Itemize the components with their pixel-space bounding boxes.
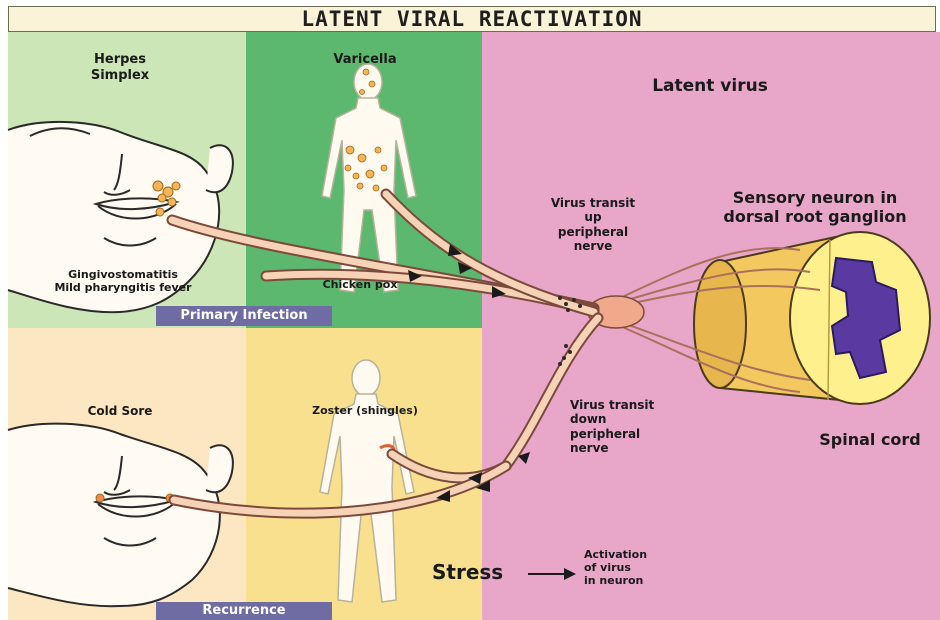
transit-up-line4: nerve [528,239,658,253]
sensory-neuron-line1: Sensory neuron in [690,188,940,207]
cold-sore-label: Cold Sore [60,404,180,418]
stress-label: Stress [432,560,528,584]
stress-arrow [528,568,576,580]
sensory-neuron-label: Sensory neuron in dorsal root ganglion [690,188,940,226]
sensory-neuron-line2: dorsal root ganglion [690,207,940,226]
spinal-cord-label: Spinal cord [800,430,940,449]
transit-down-line4: nerve [570,441,700,455]
herpes-label-line1: Herpes [60,52,180,68]
transit-down-line3: peripheral [570,427,700,441]
herpes-simplex-label: Herpes Simplex [60,52,180,83]
transit-up-line2: up [528,210,658,224]
caption-line1: Gingivostomatitis [16,268,230,281]
spinal-cord-illustration [694,232,930,404]
herpes-label-line2: Simplex [60,68,180,84]
latent-virus-label: Latent virus [620,76,800,96]
transit-up-line3: peripheral [528,225,658,239]
primary-infection-tag: Primary Infection [156,306,332,326]
zoster-label: Zoster (shingles) [290,404,440,417]
chicken-pox-caption: Chicken pox [300,278,420,291]
caption-line2: Mild pharyngitis fever [16,281,230,294]
transit-down-line2: down [570,412,700,426]
face-recurrence-illustration [8,424,233,607]
activation-line2: of virus [584,561,694,574]
transit-up-line1: Virus transit [528,196,658,210]
varicella-label: Varicella [300,52,430,68]
activation-line3: in neuron [584,574,694,587]
activation-line1: Activation [584,548,694,561]
page-title: LATENT VIRAL REACTIVATION [8,6,936,32]
activation-label: Activation of virus in neuron [584,548,694,588]
gingivostomatitis-caption: Gingivostomatitis Mild pharyngitis fever [16,268,230,294]
transit-up-label: Virus transit up peripheral nerve [528,196,658,254]
recurrence-tag: Recurrence [156,602,332,620]
transit-down-label: Virus transit down peripheral nerve [570,398,700,456]
transit-down-line1: Virus transit [570,398,700,412]
body-zoster-illustration [320,360,414,602]
